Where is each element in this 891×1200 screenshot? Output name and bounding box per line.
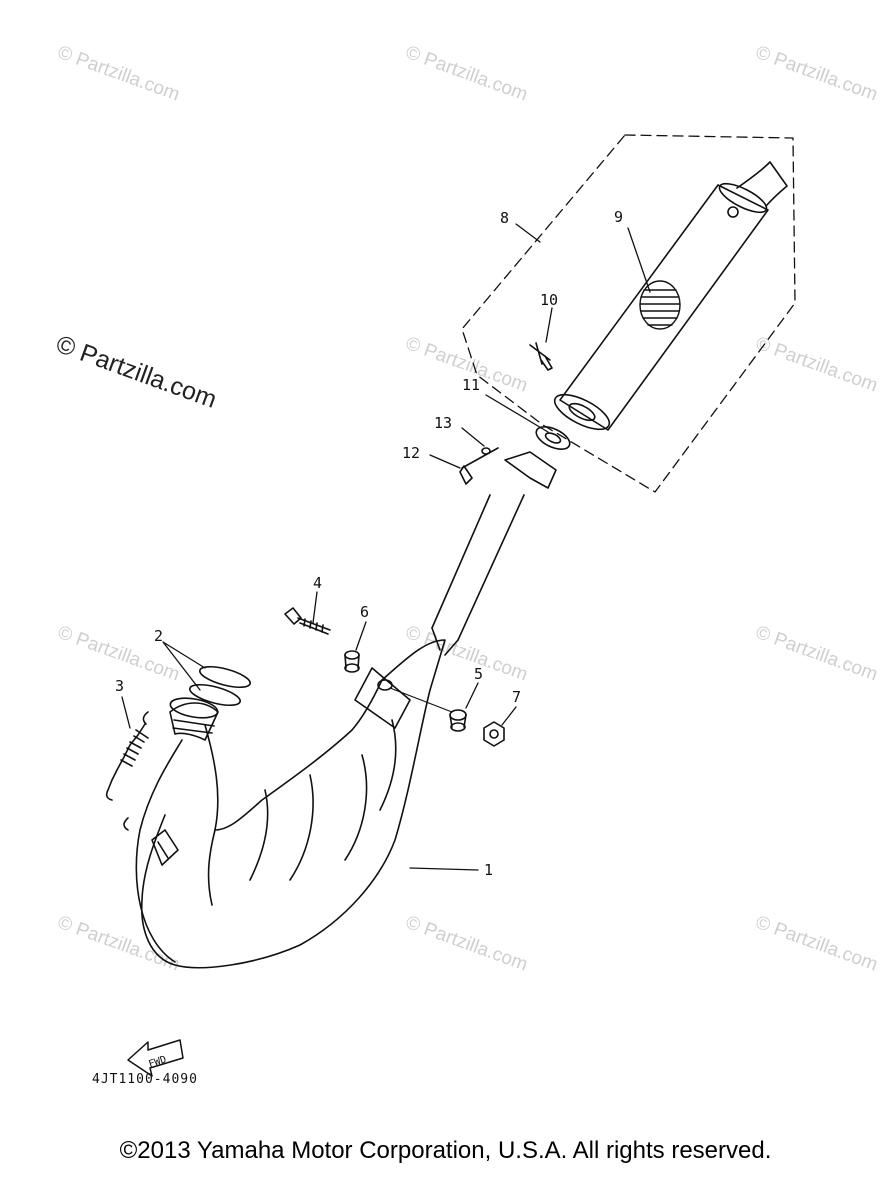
washer-13 [481, 447, 491, 455]
callout-12: 12 [402, 444, 420, 462]
leader-9 [627, 227, 651, 293]
collar [344, 650, 360, 673]
leader-10 [545, 307, 553, 343]
gasket [535, 426, 571, 450]
callout-11: 11 [462, 376, 480, 394]
leader-12 [429, 454, 461, 469]
leader-4 [312, 591, 318, 624]
leader-1 [409, 867, 479, 871]
nut [483, 721, 505, 747]
diagram-code: 4JT1100-4090 [92, 1072, 198, 1087]
spring [105, 711, 149, 801]
callout-4: 4 [313, 574, 322, 592]
rivet [529, 342, 553, 371]
bolt-4 [284, 607, 331, 635]
leader-8 [515, 223, 541, 243]
leader-7 [501, 706, 517, 726]
callout-1: 1 [484, 861, 493, 879]
o-rings [189, 665, 251, 707]
callout-10: 10 [540, 291, 558, 309]
leader-3 [121, 696, 131, 729]
leader-2 [162, 641, 206, 691]
leader-11 [485, 394, 549, 433]
exhaust-tube [431, 451, 557, 656]
bracket-bolt-line [389, 687, 453, 713]
collar-5 [449, 709, 467, 732]
muffler [553, 161, 788, 431]
leader-5 [465, 682, 479, 709]
callout-8: 8 [500, 209, 509, 227]
fwd-label: FWD [147, 1054, 168, 1070]
muffler-assembly-box [461, 134, 796, 493]
bolt-12 [459, 447, 499, 485]
leader-13 [461, 427, 485, 447]
callout-9: 9 [614, 208, 623, 226]
leader-6 [355, 621, 367, 651]
expansion-chamber [123, 639, 446, 969]
callout-3: 3 [115, 677, 124, 695]
callout-13: 13 [434, 414, 452, 432]
callout-7: 7 [512, 688, 521, 706]
fwd-arrow-icon [127, 1039, 184, 1077]
muffler-packing [639, 280, 681, 330]
callout-5: 5 [474, 665, 483, 683]
callout-2: 2 [154, 627, 163, 645]
callout-6: 6 [360, 603, 369, 621]
copyright-notice: ©2013 Yamaha Motor Corporation, U.S.A. A… [119, 1137, 772, 1164]
